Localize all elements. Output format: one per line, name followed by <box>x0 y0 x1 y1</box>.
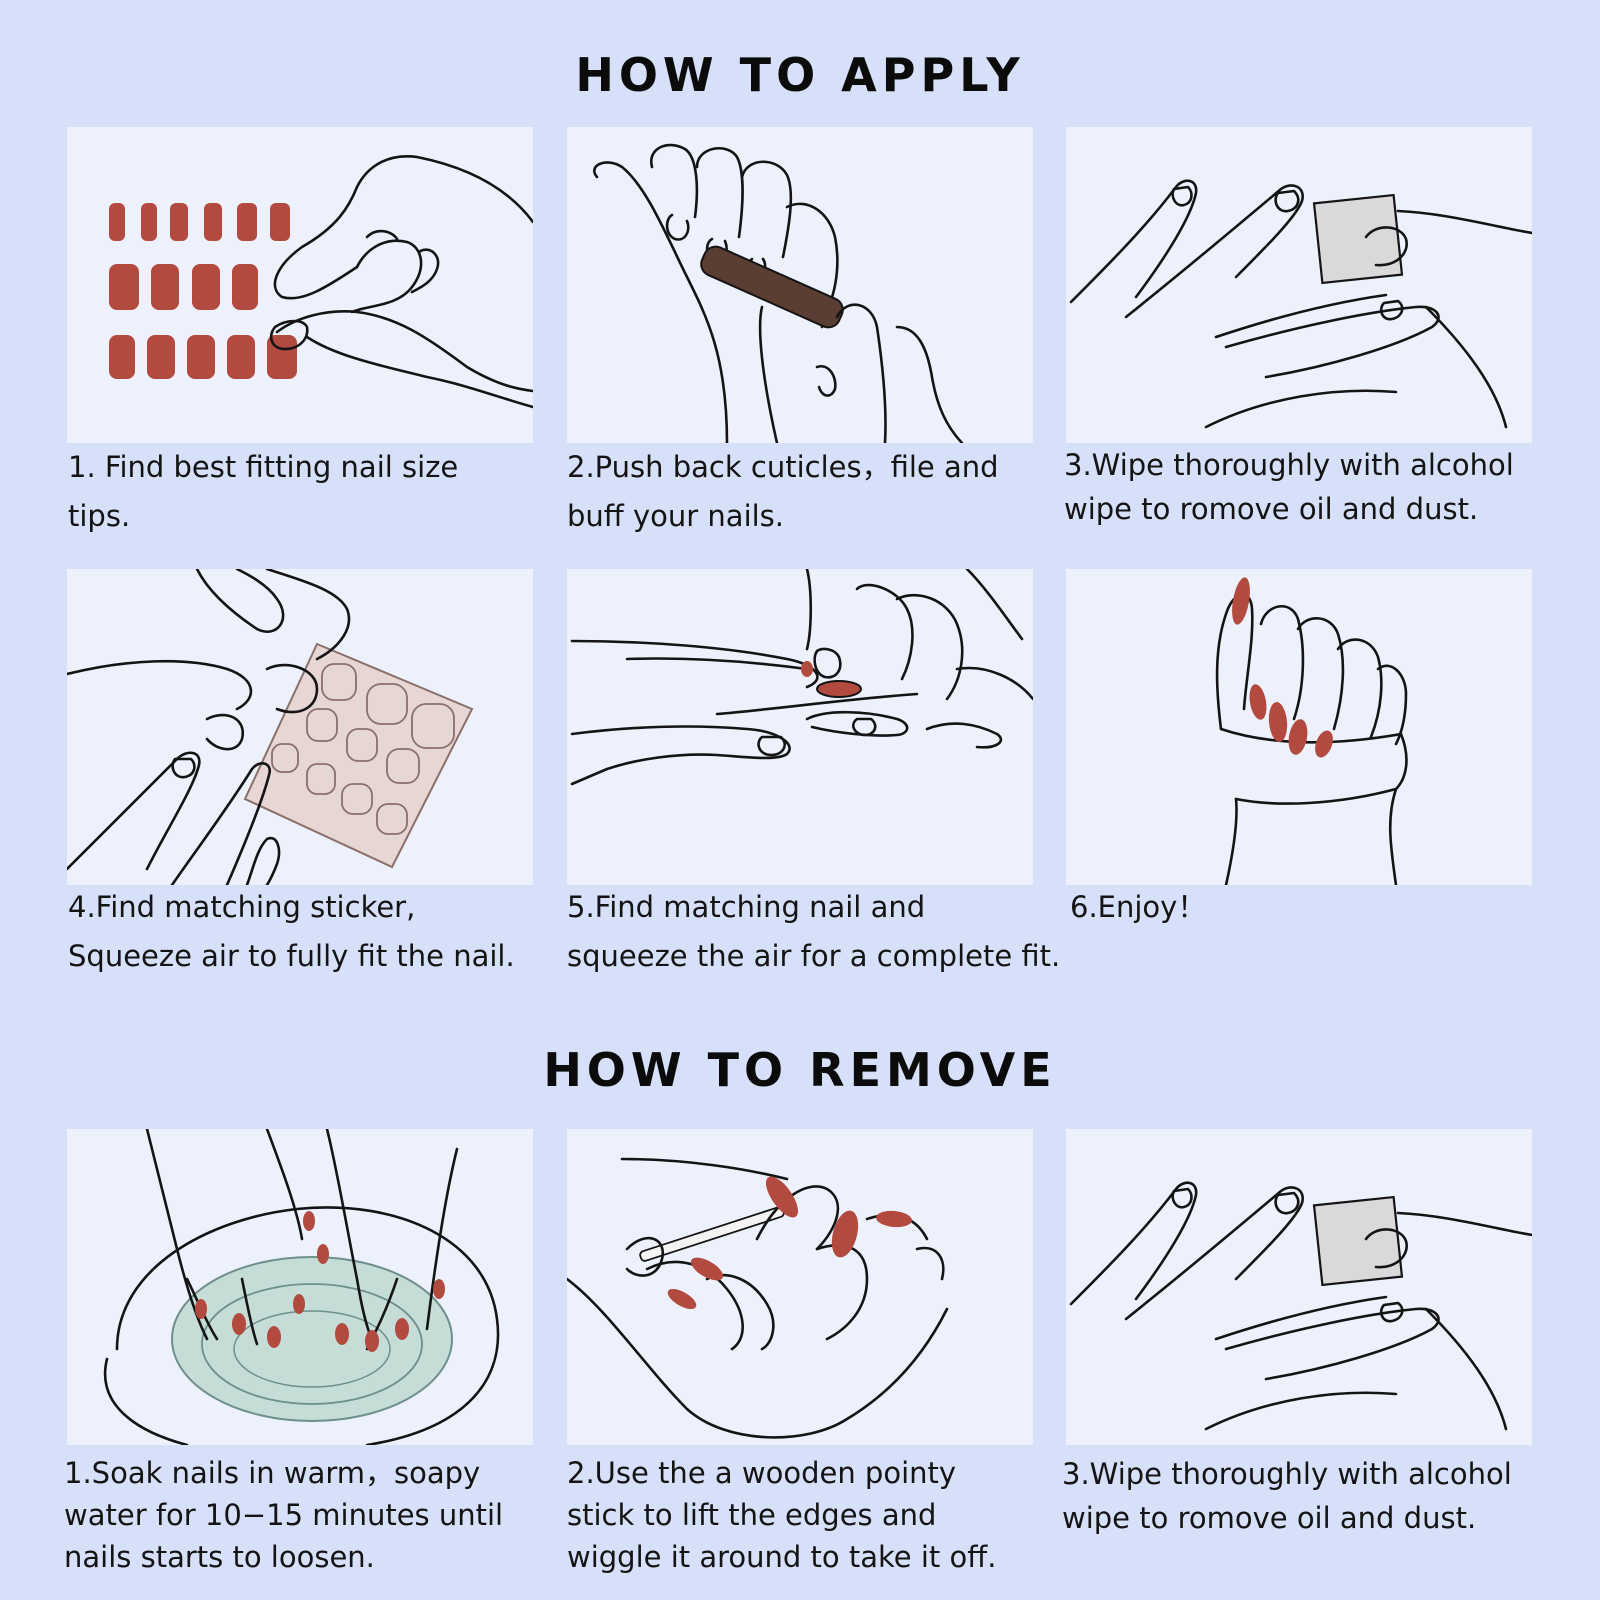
apply-step-3-caption: 3.Wipe thoroughly with alcohol wipe to r… <box>1064 443 1554 531</box>
remove-step-2-caption: 2.Use the a wooden pointy stick to lift … <box>567 1452 1057 1578</box>
sticker-sheet <box>243 642 474 869</box>
hands-drawing <box>67 569 351 885</box>
caption-line: wiggle it around to take it off. <box>567 1540 997 1574</box>
caption-line: nails starts to loosen. <box>64 1540 375 1574</box>
hands-pressing-nail-drawing <box>570 569 1033 786</box>
apply-step-4-caption: 4.Find matching sticker, Squeeze air to … <box>68 883 558 981</box>
caption-line: buff your nails. <box>567 499 785 533</box>
caption-line: 5.Find matching nail and <box>567 890 926 924</box>
apply-step-6-illustration <box>1066 569 1532 885</box>
apply-step-2-caption: 2.Push back cuticles，file and buff your … <box>567 443 1057 541</box>
remove-step-3-caption: 3.Wipe thoroughly with alcohol wipe to r… <box>1062 1452 1552 1540</box>
hand-wiping-drawing <box>1069 179 1532 429</box>
apply-step-2-illustration <box>567 127 1033 443</box>
caption-line: 1. Find best fitting nail size <box>68 450 459 484</box>
apply-step-5-caption: 5.Find matching nail and squeeze the air… <box>567 883 1061 981</box>
remove-step-1-caption: 1.Soak nails in warm，soapy water for 10−… <box>64 1452 554 1578</box>
hand-drawing <box>269 155 533 409</box>
remove-step-1-illustration <box>67 1129 533 1445</box>
apply-step-3-illustration <box>1066 127 1532 443</box>
caption-line: 6.Enjoy！ <box>1070 890 1207 924</box>
caption-line: tips. <box>68 499 131 533</box>
finished-hand-drawing <box>1215 577 1408 885</box>
caption-line: 4.Find matching sticker, <box>68 890 416 924</box>
remove-step-2-illustration <box>567 1129 1033 1445</box>
remove-heading: HOW TO REMOVE <box>543 1043 1057 1097</box>
hand-filing-drawing <box>593 143 964 443</box>
apply-step-6-caption: 6.Enjoy！ <box>1070 883 1560 932</box>
apply-step-4-illustration <box>67 569 533 885</box>
caption-line: wipe to romove oil and dust. <box>1062 1501 1477 1535</box>
bowl-soak-drawing <box>103 1129 500 1445</box>
caption-line: water for 10−15 minutes until <box>64 1498 504 1532</box>
hand-wiping-drawing <box>1069 1181 1532 1431</box>
apply-heading: HOW TO APPLY <box>575 48 1025 102</box>
caption-line: wipe to romove oil and dust. <box>1064 492 1479 526</box>
remove-step-3-illustration <box>1066 1129 1532 1445</box>
apply-step-1-caption: 1. Find best fitting nail size tips. <box>68 443 558 541</box>
caption-line: 3.Wipe thoroughly with alcohol <box>1064 448 1514 482</box>
apply-step-5-illustration <box>567 569 1033 885</box>
hand-with-stick-drawing <box>567 1157 949 1439</box>
caption-line: squeeze the air for a complete fit. <box>567 939 1061 973</box>
nail-tips-grid <box>109 203 297 379</box>
caption-line: 2.Use the a wooden pointy <box>567 1456 957 1490</box>
caption-line: 1.Soak nails in warm，soapy <box>64 1456 481 1490</box>
caption-line: 3.Wipe thoroughly with alcohol <box>1062 1457 1512 1491</box>
caption-line: 2.Push back cuticles，file and <box>567 450 999 484</box>
caption-line: stick to lift the edges and <box>567 1498 937 1532</box>
apply-step-1-illustration <box>67 127 533 443</box>
caption-line: Squeeze air to fully fit the nail. <box>68 939 515 973</box>
